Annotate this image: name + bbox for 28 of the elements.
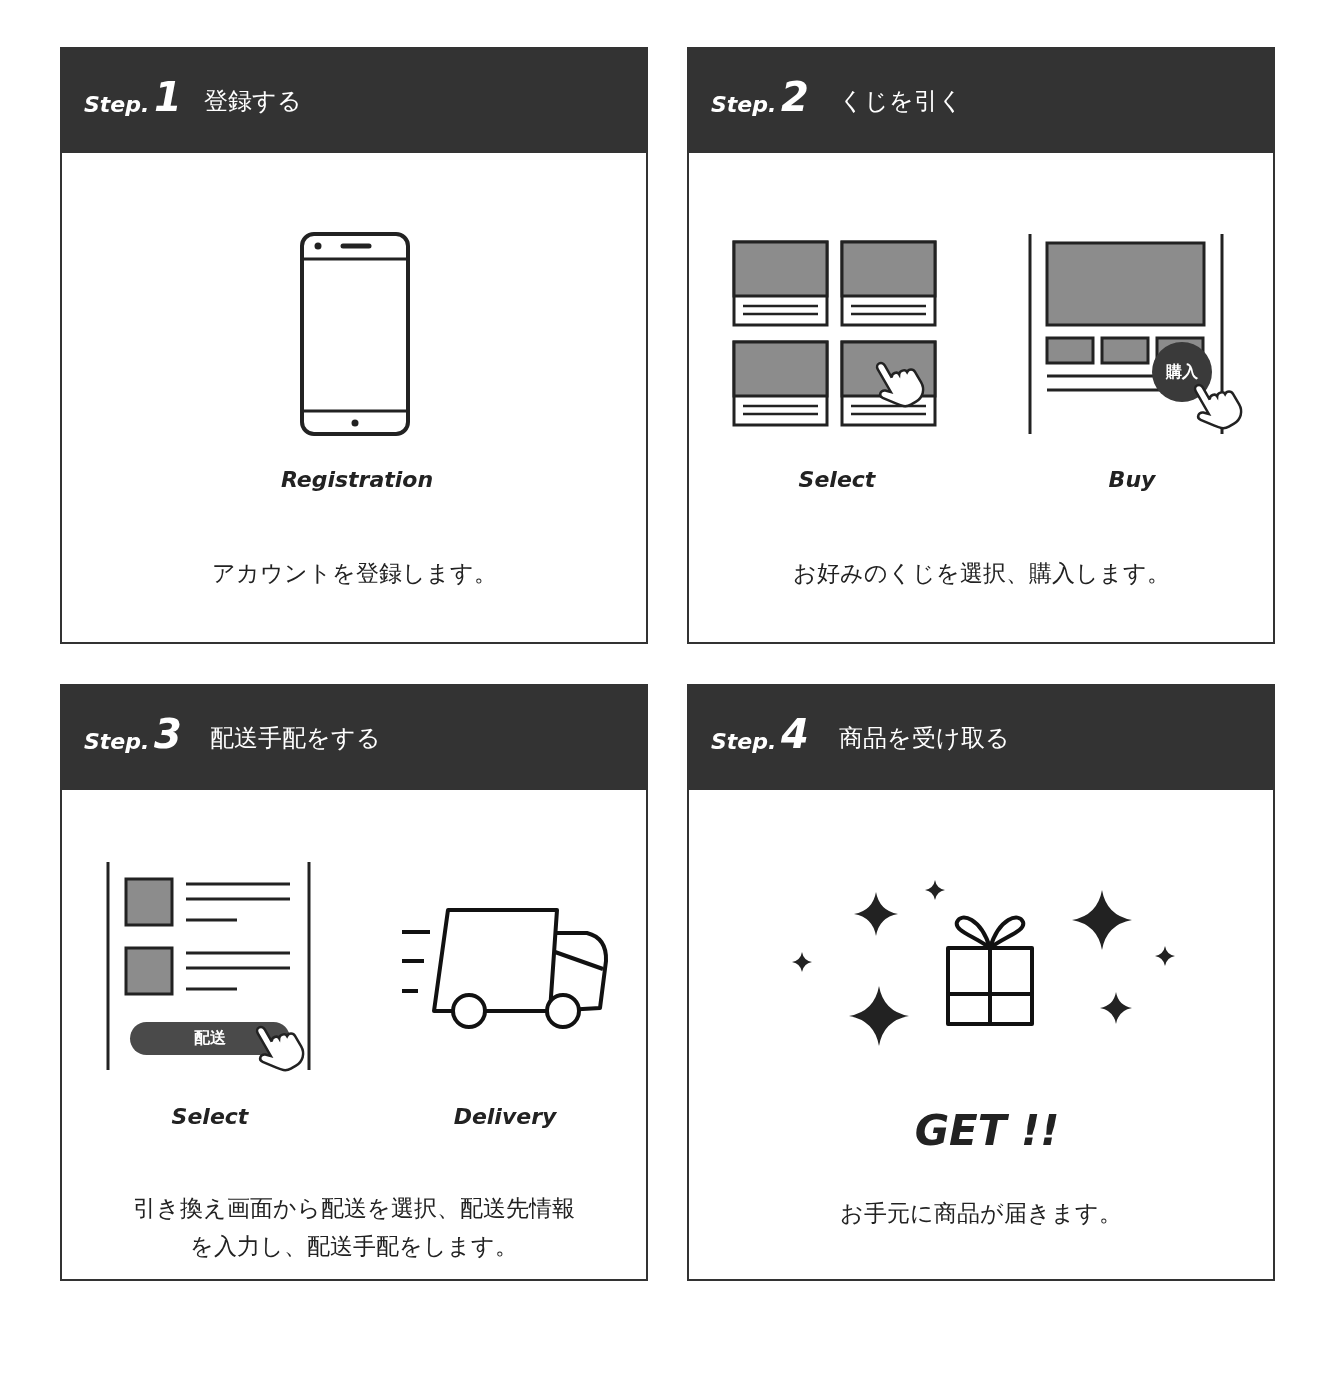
illustration-caption: Buy <box>1108 467 1156 492</box>
illustration-caption: Select <box>798 467 876 492</box>
step-description: 引き換え画面から配送を選択、配送先情報を入力し、配送手配をします。 <box>132 1194 576 1261</box>
step-number: 3 <box>154 711 182 757</box>
step-card <box>687 684 1275 1281</box>
illustration-caption: Delivery <box>453 1104 557 1129</box>
step-number: 2 <box>781 74 809 120</box>
step-label: Step. <box>84 92 150 117</box>
step-number: 4 <box>781 711 809 757</box>
step-card <box>687 47 1275 644</box>
step-number: 1 <box>154 74 182 120</box>
result-heading: GET !! <box>914 1106 1060 1155</box>
step-description: お好みのくじを選択、購入します。 <box>791 559 1171 588</box>
step-title: 配送手配をする <box>210 723 381 754</box>
illustration-caption: Registration <box>280 467 434 492</box>
step-label: Step. <box>711 92 777 117</box>
step-card <box>60 47 648 644</box>
step-description: お手元に商品が届きます。 <box>839 1199 1123 1228</box>
step-label: Step. <box>84 729 150 754</box>
illustration-caption: Select <box>171 1104 249 1129</box>
step-card <box>60 684 648 1281</box>
button-label: 配送 <box>194 1027 226 1049</box>
step-description: アカウントを登録します。 <box>210 559 498 588</box>
step-title: 登録する <box>204 86 302 117</box>
step-title: くじを引く <box>839 86 963 117</box>
step-label: Step. <box>711 729 777 754</box>
step-title: 商品を受け取る <box>839 723 1010 754</box>
button-label: 購入 <box>1166 361 1198 383</box>
